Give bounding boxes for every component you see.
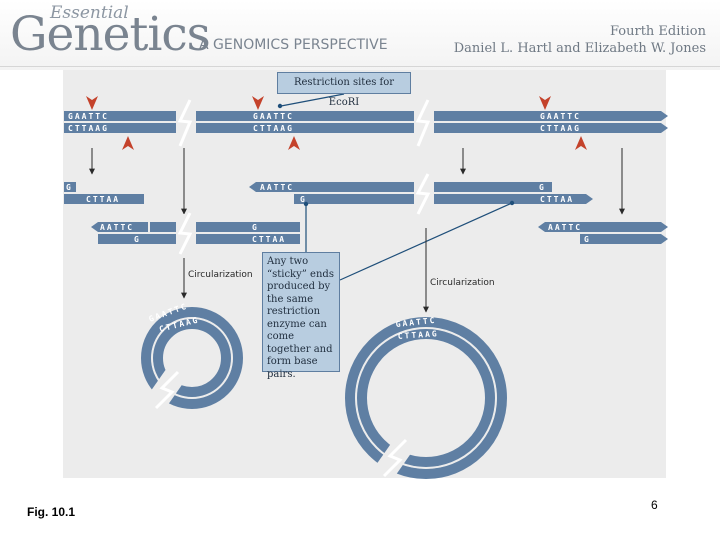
pointer-dot — [303, 201, 309, 207]
cut-site-arrows — [86, 96, 587, 150]
sticky-ends-callout: Any two “sticky” ends produced by the sa… — [262, 252, 340, 380]
circularization-label-right: Circularization — [430, 278, 495, 288]
page-number: 6 — [651, 498, 658, 512]
brand-genetics: Genetics — [10, 7, 211, 62]
mid-frag-end-aattc: AATTC — [260, 183, 294, 192]
site-2-bottom-seq: CTTAAG — [253, 124, 294, 133]
site-1-top-seq: GAATTC — [68, 112, 109, 121]
mid-frag-right-cttaa: CTTAA — [540, 195, 574, 204]
aligned-end-g: G — [134, 235, 141, 244]
cut-arrows — [89, 148, 625, 215]
site-3-top-seq: GAATTC — [540, 112, 581, 121]
pointer-dot — [509, 200, 515, 206]
right-aligned-aattc: AATTC — [548, 223, 582, 232]
intact-dna-duplex: GAATTC CTTAAG GAATTC CTTAAG GAATTC CTTAA… — [64, 99, 668, 147]
break-icon — [376, 436, 414, 478]
left-frag-end-g: G — [66, 183, 73, 192]
cut-arrow-icon — [575, 136, 587, 150]
right-aligned-g: G — [584, 235, 591, 244]
restriction-pointer — [280, 93, 345, 107]
mid-frag-right-g: G — [539, 183, 546, 192]
edition-label: Fourth Edition — [609, 24, 706, 39]
restriction-sites-label: Restriction sites for EcoRI — [277, 72, 411, 108]
aligned-end-aattc: AATTC — [100, 223, 134, 232]
break-icon — [414, 173, 434, 215]
site-3-bottom-seq: CTTAAG — [540, 124, 581, 133]
break-icon — [148, 366, 186, 410]
middle-fragment: AATTC G G CTTAA — [249, 173, 593, 215]
brand-essential: Essential — [50, 3, 129, 23]
header-divider — [0, 66, 720, 67]
aligned-fragment-left: AATTC G G CTTAA — [91, 212, 300, 255]
figure-label: Fig. 10.1 — [27, 505, 76, 519]
book-header: Essential Genetics A GENOMICS PERSPECTIV… — [0, 0, 720, 70]
left-frag-end-cttaa: CTTAA — [86, 195, 120, 204]
large-circle-top-seq: GAATTC — [395, 316, 437, 329]
site-1-bottom-seq: CTTAAG — [68, 124, 109, 133]
break-icon — [414, 99, 434, 147]
cut-arrow-icon — [252, 96, 264, 110]
site-2-top-seq: GAATTC — [253, 112, 294, 121]
aligned-fragment-right: AATTC G — [538, 222, 668, 244]
large-circle-bottom-seq: CTTAAG — [398, 329, 439, 341]
cut-arrow-icon — [86, 96, 98, 110]
aligned-end-cttaa-right: CTTAA — [252, 235, 286, 244]
large-circular-dna: GAATTC CTTAAG — [345, 316, 507, 479]
break-icon — [176, 212, 196, 255]
circularization-label-left: Circularization — [188, 270, 253, 280]
brand-subtitle: A GENOMICS PERSPECTIVE — [199, 37, 388, 53]
pointer-dot — [277, 103, 283, 109]
left-fragment: G CTTAA — [64, 182, 144, 204]
authors-label: Daniel L. Hartl and Elizabeth W. Jones — [453, 41, 706, 56]
cut-arrow-icon — [122, 136, 134, 150]
cut-arrow-icon — [539, 96, 551, 110]
aligned-end-g-right: G — [252, 223, 259, 232]
mid-frag-end-g: G — [300, 195, 307, 204]
break-icon — [176, 99, 196, 147]
cut-arrow-icon — [288, 136, 300, 150]
small-circular-dna: GAATTC CTTAAG — [141, 301, 243, 410]
